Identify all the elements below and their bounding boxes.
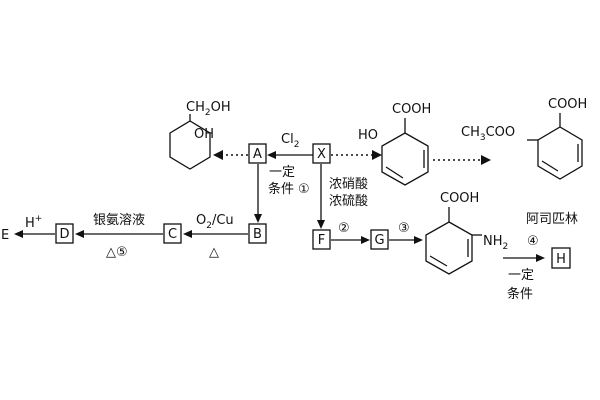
aspirin-structure: CH3COO COOH bbox=[461, 97, 587, 180]
cyclohexane-diol-structure: CH2OH OH bbox=[169, 100, 231, 170]
arrowhead-x-to-f bbox=[317, 220, 325, 229]
cl2-label: Cl2 bbox=[281, 132, 299, 150]
box-c bbox=[163, 223, 182, 244]
step1-label: ① bbox=[298, 182, 310, 197]
box-x-label: X bbox=[317, 147, 326, 162]
heat-label: △ bbox=[209, 245, 219, 260]
nh2-label: NH2 bbox=[483, 234, 508, 252]
o2cu-label: O2/Cu bbox=[196, 213, 234, 231]
arrowhead-c-to-d bbox=[75, 230, 84, 238]
box-f-label: F bbox=[318, 233, 325, 248]
arrowhead-b-to-c bbox=[183, 230, 192, 238]
ch3coo-label: CH3COO bbox=[461, 125, 515, 143]
nitric-acid-label: 浓硝酸 bbox=[329, 177, 368, 192]
h-plus-label: H+ bbox=[25, 214, 42, 231]
step3-label: ③ bbox=[398, 221, 410, 236]
yiding-label-1: 一定 bbox=[269, 165, 295, 180]
aspirin-double-1 bbox=[541, 160, 559, 172]
box-d bbox=[55, 223, 74, 244]
salicylic-ring bbox=[381, 132, 429, 186]
box-h bbox=[551, 247, 571, 269]
box-h-label: H bbox=[556, 252, 566, 267]
arrowhead-x-to-a bbox=[267, 151, 276, 159]
box-f bbox=[312, 229, 331, 250]
tiaojian-label-2: 条件 bbox=[507, 286, 533, 302]
anthranilic-cooh: COOH bbox=[440, 191, 479, 206]
box-d-label: D bbox=[59, 227, 69, 242]
silver-ammonia-label: 银氨溶液 bbox=[93, 213, 145, 228]
tiaojian-label-1: 条件 bbox=[268, 181, 294, 197]
arrowhead-salicylic-to-aspirin bbox=[481, 155, 491, 165]
box-b-label: B bbox=[253, 227, 262, 242]
arrowhead-g-to-anthranilic bbox=[414, 236, 423, 244]
box-b bbox=[248, 223, 267, 244]
step4-label: ④ bbox=[527, 234, 539, 249]
arrowhead-to-h bbox=[536, 254, 545, 262]
aspirin-ring bbox=[537, 126, 583, 180]
anthranilic-ring bbox=[425, 221, 473, 275]
anthranilic-double-1 bbox=[429, 255, 448, 267]
aspirin-cooh: COOH bbox=[548, 97, 587, 112]
box-a-label: A bbox=[253, 147, 262, 162]
anthranilic-acid-structure: COOH NH2 bbox=[425, 191, 508, 275]
salicylic-cooh: COOH bbox=[392, 102, 431, 117]
arrowhead-a-to-b bbox=[254, 214, 262, 223]
label-e: E bbox=[1, 228, 9, 243]
arrowhead-d-to-e bbox=[14, 230, 23, 238]
yiding-label-2: 一定 bbox=[508, 268, 534, 283]
aspirin-name: 阿司匹林 bbox=[526, 212, 578, 227]
oh-label: OH bbox=[194, 127, 214, 142]
heat5-label: △⑤ bbox=[106, 245, 128, 260]
arrowhead-a-to-diol bbox=[213, 150, 223, 160]
step2-label: ② bbox=[338, 221, 350, 236]
box-x bbox=[312, 143, 331, 164]
box-g-label: G bbox=[374, 233, 384, 248]
salicylic-ho: HO bbox=[358, 128, 378, 143]
arrowhead-f-to-g bbox=[361, 236, 370, 244]
sulfuric-acid-label: 浓硫酸 bbox=[329, 194, 368, 209]
salicylic-double-1 bbox=[385, 166, 404, 179]
box-g bbox=[370, 229, 389, 250]
ch2oh-label: CH2OH bbox=[186, 100, 231, 118]
box-c-label: C bbox=[168, 227, 177, 242]
arrowhead-x-to-salicylic bbox=[372, 150, 382, 160]
box-a bbox=[248, 143, 267, 164]
salicylic-acid-structure: COOH HO bbox=[358, 102, 431, 186]
